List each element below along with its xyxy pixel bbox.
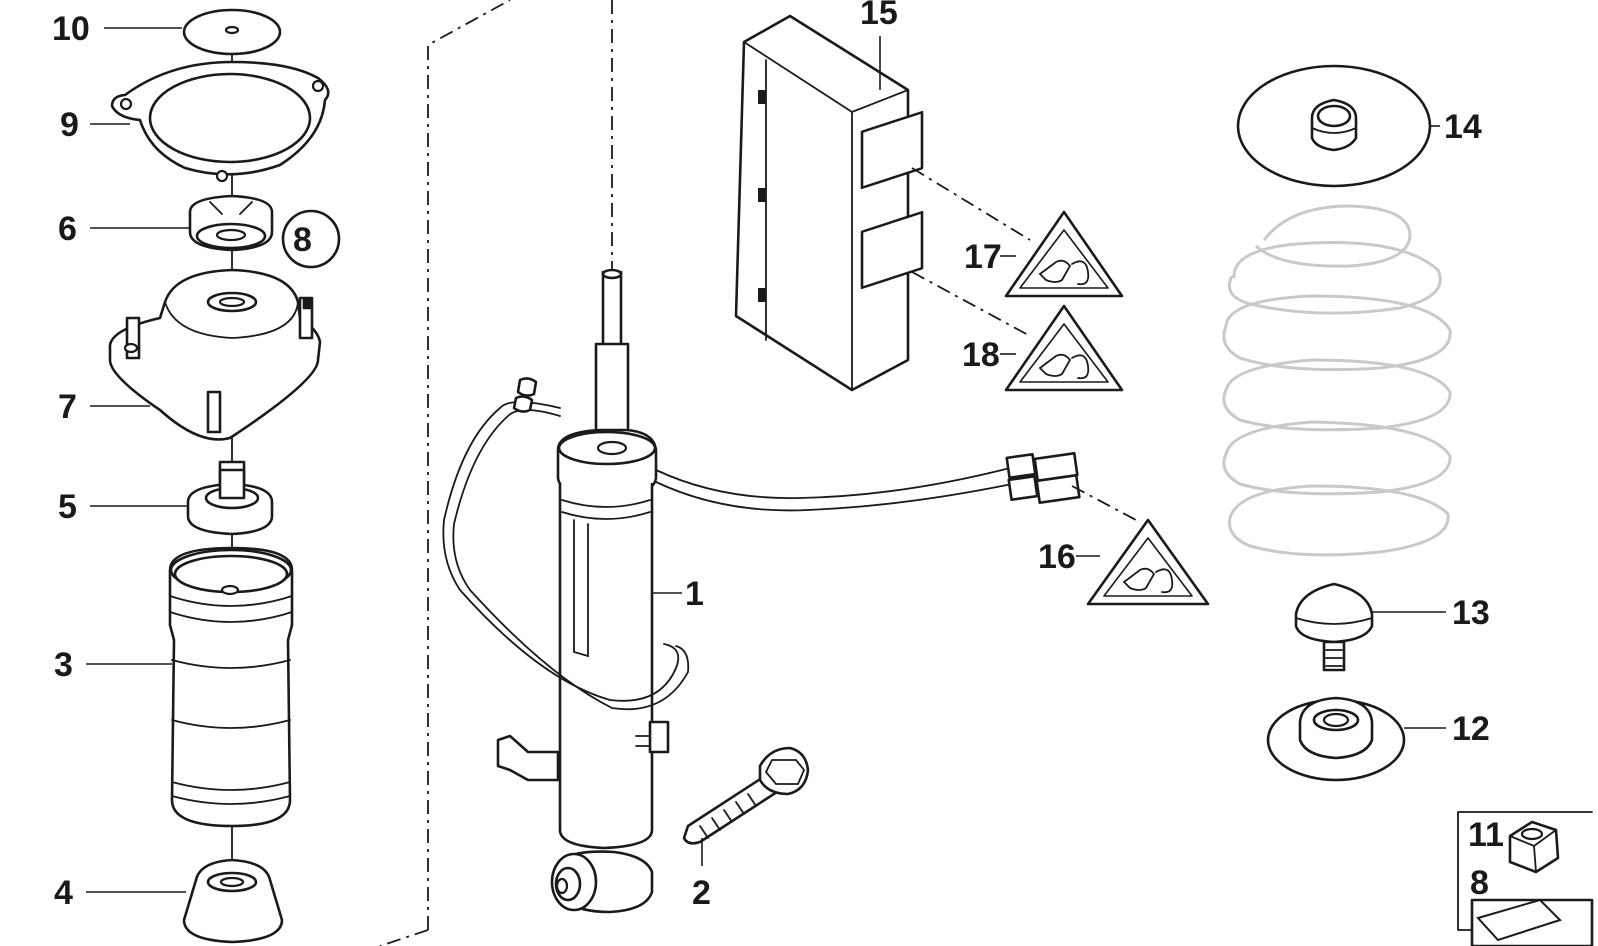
leader-16-dash	[1071, 485, 1137, 521]
callout-8[interactable]: 8	[293, 221, 312, 259]
callout-1[interactable]: 1	[685, 575, 704, 613]
callout-6[interactable]: 6	[58, 210, 77, 248]
connector-warning-16-icon[interactable]	[1086, 518, 1210, 606]
callout-9[interactable]: 9	[60, 106, 79, 144]
control-unit-icon[interactable]	[734, 14, 924, 392]
stop-bushing-icon[interactable]	[186, 460, 274, 536]
callout-10[interactable]: 10	[52, 10, 90, 48]
assembly-boundary-line	[379, 0, 511, 946]
callout-15[interactable]: 15	[860, 0, 898, 32]
stud-badge	[281, 209, 341, 269]
coil-spring-icon[interactable]	[1222, 204, 1452, 557]
hex-nut-box	[1457, 811, 1594, 946]
rubber-mount-icon[interactable]	[188, 194, 274, 252]
callout-13[interactable]: 13	[1452, 594, 1490, 632]
callout-18[interactable]: 18	[962, 336, 1000, 374]
callout-4[interactable]: 4	[54, 874, 73, 912]
callout-7[interactable]: 7	[58, 388, 77, 426]
callout-2[interactable]: 2	[692, 874, 711, 912]
spring-pad-lower-icon[interactable]	[1266, 696, 1406, 782]
hex-nut-icon[interactable]	[1508, 820, 1560, 874]
spring-pad-upper-icon[interactable]	[1236, 64, 1432, 188]
callout-5[interactable]: 5	[58, 488, 77, 526]
leader-17-dash	[911, 167, 1031, 241]
callout-17[interactable]: 17	[964, 238, 1002, 276]
washer-icon[interactable]	[182, 8, 282, 56]
callout-3[interactable]: 3	[54, 646, 73, 684]
callout-12[interactable]: 12	[1452, 710, 1490, 748]
rivet-icon[interactable]	[1294, 582, 1374, 672]
callout-11-qty[interactable]: 8	[1470, 864, 1489, 902]
connector-warning-18-icon[interactable]	[1004, 304, 1124, 392]
bolt-icon[interactable]	[682, 746, 810, 845]
connector-warning-17-icon[interactable]	[1004, 210, 1124, 298]
leader-18-dash	[911, 271, 1031, 337]
gasket-icon[interactable]	[110, 60, 330, 183]
shock-absorber-icon[interactable]	[442, 268, 1081, 914]
support-bearing-icon[interactable]	[108, 268, 322, 441]
bump-stop-icon[interactable]	[182, 858, 284, 944]
callout-16[interactable]: 16	[1038, 538, 1076, 576]
protective-boot-icon[interactable]	[168, 546, 294, 828]
callout-14[interactable]: 14	[1444, 108, 1482, 146]
callout-11[interactable]: 11	[1468, 816, 1504, 854]
